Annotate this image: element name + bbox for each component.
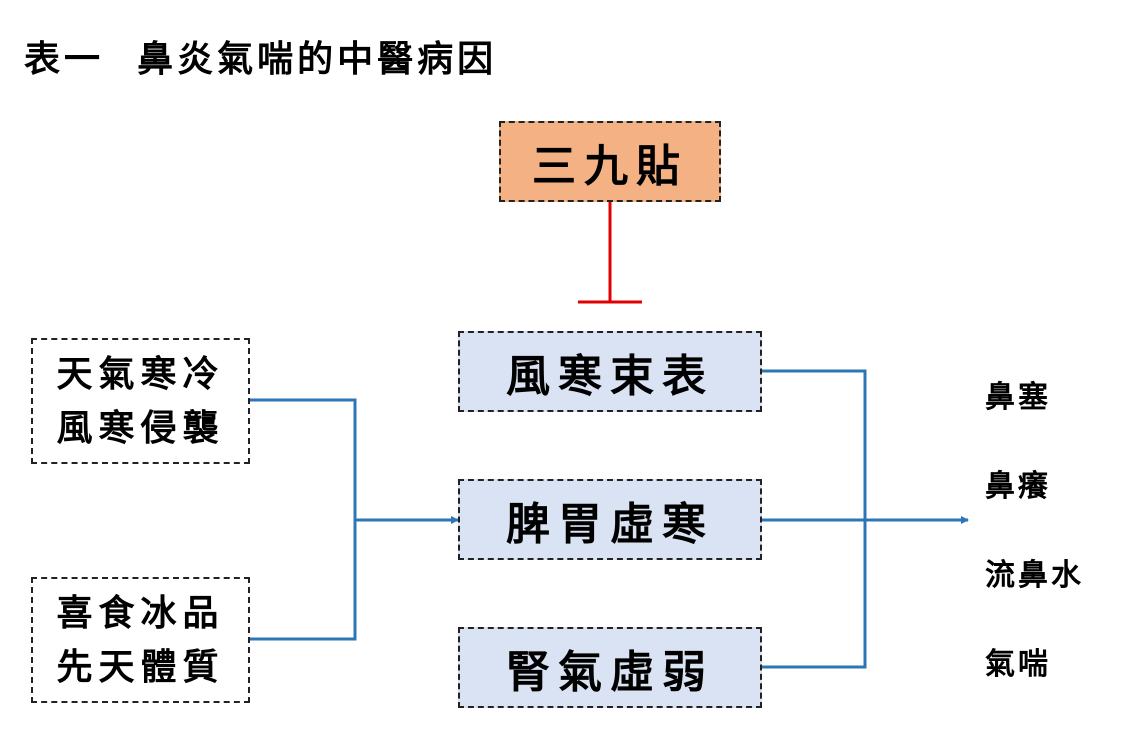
cause-line: 風寒侵襲 <box>56 407 225 449</box>
symptom-item: 流鼻水 <box>985 558 1084 593</box>
cause-box: 喜食冰品 先天體質 <box>31 577 250 703</box>
pattern3-connector <box>762 520 867 669</box>
pattern-box: 風寒束表 <box>458 331 762 412</box>
symptom-item: 鼻塞 <box>985 380 1051 415</box>
cause1-connector <box>250 398 357 520</box>
pattern-label: 腎氣虛弱 <box>506 646 714 698</box>
treatment-label: 三九貼 <box>532 140 688 192</box>
figure-title: 表一 鼻炎氣喘的中醫病因 <box>24 38 498 80</box>
pattern-box: 脾胃虛寒 <box>458 479 762 560</box>
pattern-label: 風寒束表 <box>506 350 714 402</box>
pattern1-connector <box>762 369 867 520</box>
pattern-box: 腎氣虛弱 <box>458 627 762 708</box>
cause-box: 天氣寒冷 風寒侵襲 <box>31 338 250 464</box>
pattern-label: 脾胃虛寒 <box>506 498 714 550</box>
cause2-connector <box>250 520 357 641</box>
symptom-item: 鼻癢 <box>985 469 1051 504</box>
cause-line: 先天體質 <box>56 646 225 688</box>
cause-line: 天氣寒冷 <box>56 353 225 395</box>
symptom-item: 氣喘 <box>985 647 1051 682</box>
cause-line: 喜食冰品 <box>56 592 225 634</box>
treatment-box: 三九貼 <box>499 121 721 202</box>
